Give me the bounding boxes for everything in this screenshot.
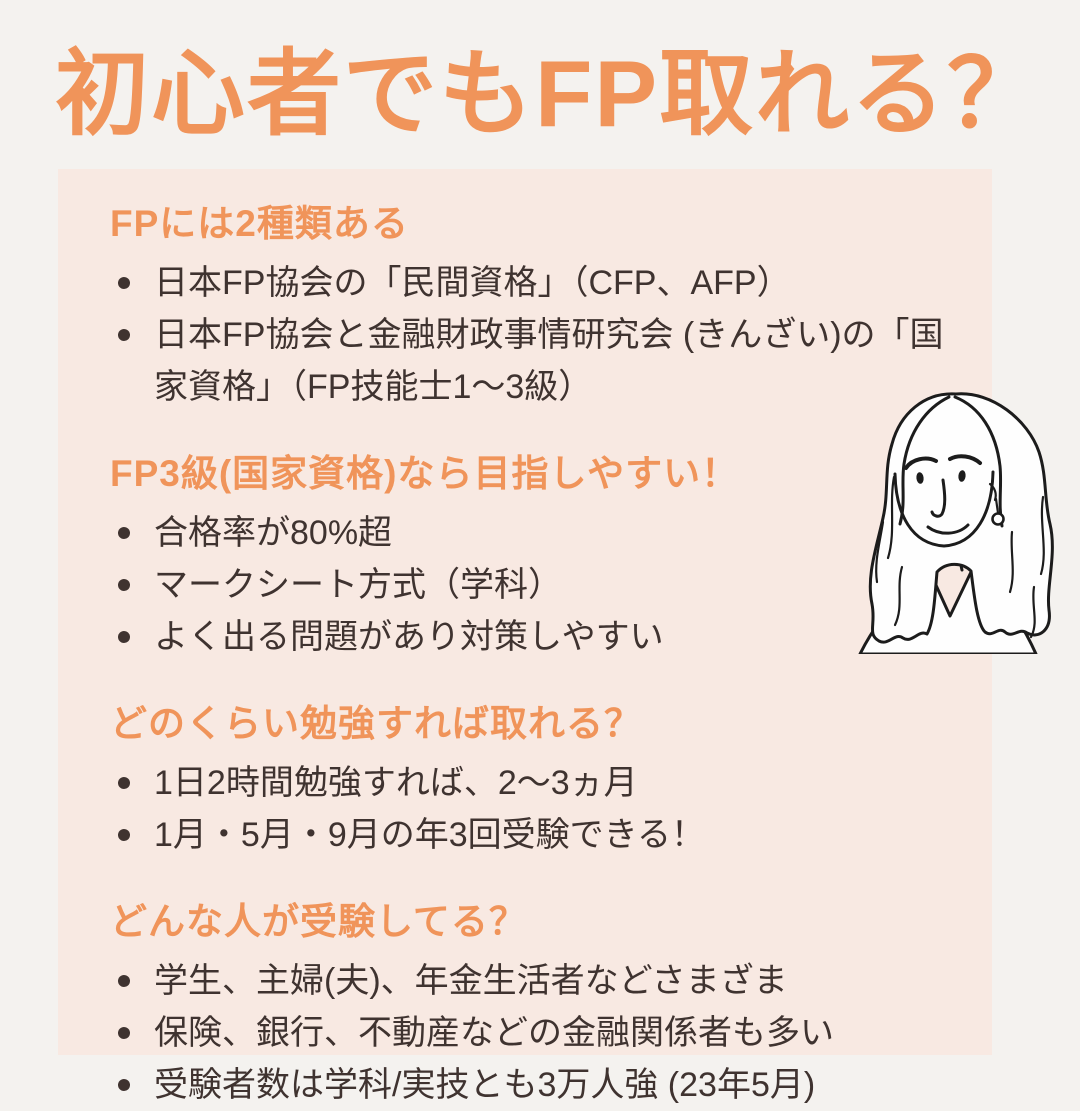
hair-front-right [953,395,1004,528]
section-heading: どのくらい勉強すれば取れる？ [110,703,642,745]
list-item: 学生、主婦(夫)、年金生活者などさまざま [110,955,962,1007]
hair-strand [893,565,904,627]
smile-mouth [926,523,970,535]
page-title: 初心者でもFP取れる？ [55,41,1044,146]
section-heading: FPには2種類ある [110,203,409,244]
right-eyebrow [948,454,982,465]
list-item: 日本FP協会の「民間資格」（CFP、AFP） [110,257,962,309]
woman-line-art-svg [858,392,1054,654]
bullet-list: 1日2時間勉強すれば、2〜3ヵ月 1月・5月・9月の年3回受験できる！ [110,757,962,861]
left-eyebrow [904,456,938,470]
bullet-list: 学生、主婦(夫)、年金生活者などさまざま 保険、銀行、不動産などの金融関係者も多… [110,955,962,1111]
section-fp3-easy: FP3級(国家資格)なら目指しやすい！ 合格率が80%超 マークシート方式（学科… [110,443,962,663]
list-item: よく出る問題があり対策しやすい [110,611,962,663]
list-item: 1日2時間勉強すれば、2〜3ヵ月 [110,757,962,809]
list-item: マークシート方式（学科） [110,559,962,611]
hair-strand [886,475,896,560]
list-item: 日本FP協会と金融財政事情研究会 (きんざい)の「国家資格」（FP技能士1〜3級… [110,309,962,413]
section-who-takes: どんな人が受験してる？ 学生、主婦(夫)、年金生活者などさまざま 保険、銀行、不… [110,891,962,1111]
left-eye [916,472,924,484]
right-eye [958,470,966,482]
hair-strand [1008,530,1014,594]
hair-front-left [898,395,951,526]
section-heading: どんな人が受験してる？ [110,901,527,943]
jaw-line [893,470,995,548]
woman-illustration [850,382,1068,654]
content-panel: FPには2種類ある 日本FP協会の「民間資格」（CFP、AFP） 日本FP協会と… [58,169,992,1104]
nose-line [930,478,947,518]
hair-strand [1039,495,1045,576]
section-study-time: どのくらい勉強すれば取れる？ 1日2時間勉強すれば、2〜3ヵ月 1月・5月・9月… [110,693,962,861]
earring-bead [991,512,1005,526]
section-fp-types: FPには2種類ある 日本FP協会の「民間資格」（CFP、AFP） 日本FP協会と… [110,193,962,413]
list-item: 保険、銀行、不動産などの金融関係者も多い [110,1007,962,1059]
list-item: 受験者数は学科/実技とも3万人強 (23年5月) [110,1059,962,1111]
list-item: 合格率が80%超 [110,507,962,559]
section-heading: FP3級(国家資格)なら目指しやすい！ [110,453,740,495]
list-item: 1月・5月・9月の年3回受験できる！ [110,809,962,861]
bullet-list: 日本FP協会の「民間資格」（CFP、AFP） 日本FP協会と金融財政事情研究会 … [110,257,962,413]
hair-strand [1029,585,1036,639]
bullet-list: 合格率が80%超 マークシート方式（学科） よく出る問題があり対策しやすい [110,507,962,663]
earring-wire [994,497,1000,515]
hair-strand [875,520,885,584]
